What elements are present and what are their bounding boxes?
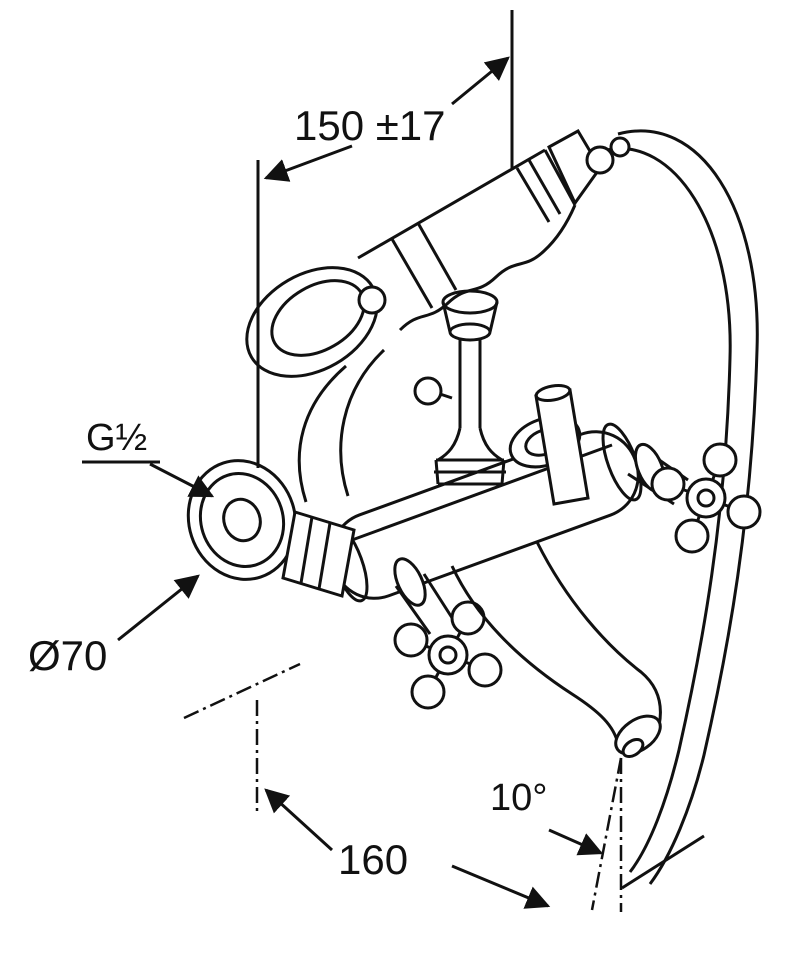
dim-arrow-up-right [451,56,510,106]
flange-mid [198,472,286,568]
handle-hub-center [696,488,716,508]
hose-nut-ball [585,145,615,175]
thread-leader-arrow [149,462,215,498]
dim-arrow-up-left [264,788,334,852]
flange-axis-centerline [183,662,301,720]
dimension-160 [264,788,551,909]
handle-ball [650,466,686,502]
spout-angle-centerline [590,757,623,911]
dim-160-label: 160 [338,836,408,883]
handle-hub-center [438,645,458,665]
dimension-150 [256,10,514,468]
thread-callout [82,460,215,498]
flange-diameter-label: Ø70 [28,632,107,679]
diverter-lever-cap [534,384,572,402]
thread-size-label: G½ [86,417,147,459]
bracket-trumpet [437,427,462,462]
handle-ball [393,622,429,658]
supply-pipe-nut [281,510,356,598]
spout-back-edge [535,541,662,727]
hose-inner-line [606,147,732,873]
wall-flange [186,348,386,598]
spout-angle-label: 10° [490,777,547,819]
handle-ridge [416,222,458,291]
mixer-body [327,384,643,603]
hand-shower [245,128,631,378]
diameter-leader-arrow [117,574,200,642]
handle-ball [410,674,446,710]
handle-ball [726,494,762,530]
spout-front-edge [450,565,620,745]
angle-leader-arrow [548,828,604,856]
hose-cut-line [621,834,705,890]
bracket-trumpet [478,427,503,462]
spout-aerator [621,737,645,759]
handle-nut-line [527,159,562,215]
shower-head-joint [357,285,387,315]
angle-callout [548,828,604,856]
handle-escutcheon [393,557,427,607]
dim-arrow-down-left [263,144,353,182]
bracket-ball [413,376,443,406]
shower-bracket [413,289,506,486]
supply-pipe-ridge [317,522,332,590]
handle-ball [702,442,738,478]
hose-nut-ball-small [609,136,631,158]
cross-handle-right [627,442,762,554]
handle-ball [674,518,710,554]
bracket-cup-bottom [448,322,492,342]
dim-150-label: 150 ±17 [294,102,446,149]
spout [450,541,662,759]
diverter-lever [534,388,590,506]
supply-pipe-ridge [299,516,314,584]
bracket-cup-side [488,301,499,333]
handle-nut-line [515,167,551,223]
flange-hub [222,497,262,543]
handle-grip-edge [398,204,577,332]
hose-to-body-line [339,348,386,497]
handle-ball [467,652,503,688]
bracket-nut [434,458,506,486]
shower-head-face [270,279,366,357]
handle-end-cap [543,149,577,206]
diameter-callout [117,574,200,642]
centerlines [183,662,623,912]
shower-head-outline [245,266,379,378]
dim-arrow-down-right [451,864,551,909]
cross-handle-left [393,557,503,710]
flange-outer [186,459,298,581]
bracket-cup-side [441,301,452,333]
handle-ball [450,600,486,636]
handle-top-edge [357,148,546,260]
hose-to-body-line [297,364,347,503]
handle-ridge [390,238,434,309]
